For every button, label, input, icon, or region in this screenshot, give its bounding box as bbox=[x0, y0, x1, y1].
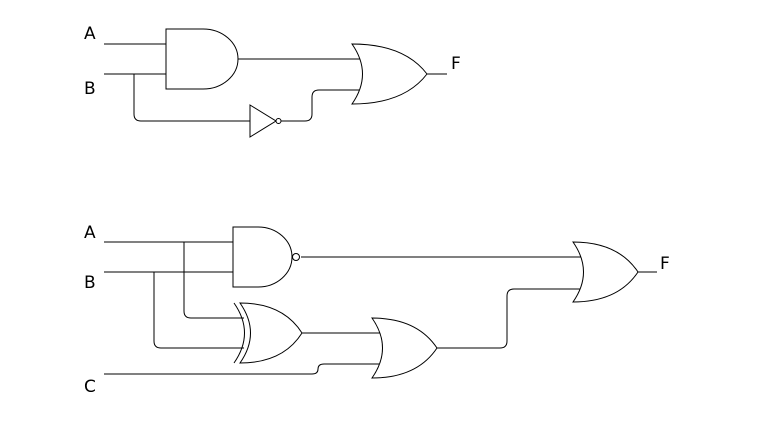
bottom-xor-back-curve bbox=[233, 302, 245, 364]
top-and-gate bbox=[165, 28, 239, 90]
bottom-or-gate-2 bbox=[572, 241, 639, 303]
bottom-input-b-label: B bbox=[84, 273, 96, 293]
bottom-input-a-label: A bbox=[84, 223, 96, 243]
bottom-wire-or1-out bbox=[437, 288, 582, 349]
bottom-circuit: A B C F bbox=[84, 223, 670, 397]
bottom-wire-a-branch bbox=[183, 242, 244, 319]
top-wire-b-branch bbox=[133, 74, 250, 122]
top-input-a-label: A bbox=[84, 24, 96, 44]
top-not-gate bbox=[249, 104, 277, 138]
bottom-or-gate-1 bbox=[371, 317, 438, 379]
bottom-nand-bubble bbox=[292, 253, 300, 261]
bottom-wire-c bbox=[104, 363, 381, 375]
top-wire-not-out bbox=[281, 89, 362, 122]
bottom-output-f-label: F bbox=[660, 254, 670, 274]
bottom-nand-gate bbox=[232, 226, 293, 288]
bottom-xor-gate bbox=[239, 302, 303, 364]
top-output-f-label: F bbox=[451, 54, 461, 74]
top-not-bubble bbox=[275, 118, 282, 124]
bottom-wire-b-branch bbox=[153, 272, 244, 349]
top-or-gate bbox=[351, 43, 428, 105]
bottom-input-c-label: C bbox=[84, 377, 96, 397]
top-input-b-label: B bbox=[84, 79, 96, 99]
top-circuit: A B F bbox=[84, 24, 461, 138]
